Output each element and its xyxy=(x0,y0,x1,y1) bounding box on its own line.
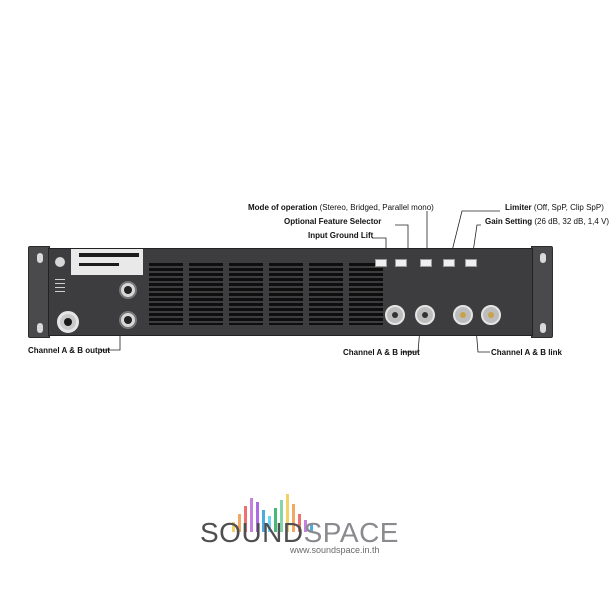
line-input xyxy=(402,327,421,353)
brand-url: www.soundspace.in.th xyxy=(290,545,380,555)
amplifier-rear-panel xyxy=(28,246,553,338)
vent-grille xyxy=(189,263,223,325)
label-ground: Input Ground Lift xyxy=(308,231,373,240)
vent-grille xyxy=(349,263,383,325)
rack-ear-left xyxy=(28,246,50,338)
label-gain-title: Gain Setting xyxy=(485,217,533,226)
label-input: Channel A & B input xyxy=(343,348,420,357)
label-mode-title: Mode of operation xyxy=(248,203,318,212)
rack-ear-right xyxy=(531,246,553,338)
speakon-output-a[interactable] xyxy=(119,281,137,299)
power-inlet-icon[interactable] xyxy=(57,311,79,333)
label-optional-title: Optional Feature Selector xyxy=(284,217,382,226)
chassis xyxy=(48,248,533,336)
soundwave-logo-icon xyxy=(232,494,313,532)
soundwave-bar xyxy=(298,514,301,532)
soundwave-bar xyxy=(238,514,241,532)
soundwave-bar xyxy=(292,504,295,532)
label-mode-detail: (Stereo, Bridged, Parallel mono) xyxy=(319,203,434,212)
soundwave-bar xyxy=(244,506,247,532)
brand-name: SOUNDSPACE xyxy=(200,517,399,549)
mode-switch[interactable] xyxy=(420,259,432,267)
panel-text xyxy=(55,279,65,280)
xlr-input-a[interactable] xyxy=(385,305,405,325)
label-link-title: Channel A & B link xyxy=(491,348,562,357)
soundwave-bar xyxy=(268,516,271,532)
soundwave-bar xyxy=(274,508,277,532)
brand-name-part2: SPACE xyxy=(303,517,399,548)
soundwave-bar xyxy=(250,498,253,532)
label-output-title: Channel A & B output xyxy=(28,346,111,355)
line-gain xyxy=(471,224,481,260)
soundwave-bar xyxy=(232,522,235,532)
line-link xyxy=(475,327,490,353)
gain-switch[interactable] xyxy=(465,259,477,267)
speakon-output-b[interactable] xyxy=(119,311,137,329)
label-limiter-title: Limiter xyxy=(505,203,532,212)
soundwave-bar xyxy=(262,510,265,532)
line-limiter xyxy=(449,210,500,260)
soundwave-bar xyxy=(310,524,313,532)
label-ground-title: Input Ground Lift xyxy=(308,231,374,240)
panel-text xyxy=(55,291,65,292)
line-optional xyxy=(395,224,409,259)
panel-text xyxy=(55,287,65,288)
brand-logo-icon xyxy=(55,257,65,267)
label-gain: Gain Setting (26 dB, 32 dB, 1,4 V) xyxy=(485,217,609,226)
rack-slot xyxy=(37,323,43,333)
xlr-link-b[interactable] xyxy=(481,305,501,325)
vent-grille xyxy=(229,263,263,325)
optional-feature-switch[interactable] xyxy=(395,259,407,267)
label-limiter: Limiter (Off, SpP, Clip SpP) xyxy=(505,203,604,212)
soundwave-bar xyxy=(280,500,283,532)
vent-grille xyxy=(149,263,183,325)
soundwave-bar xyxy=(286,494,289,532)
soundwave-bar xyxy=(304,520,307,532)
label-link: Channel A & B link xyxy=(491,348,562,357)
limiter-switch[interactable] xyxy=(443,259,455,267)
rack-slot xyxy=(540,253,546,263)
rack-slot xyxy=(540,323,546,333)
xlr-link-a[interactable] xyxy=(453,305,473,325)
spec-plate-bar xyxy=(79,263,119,266)
vent-grille xyxy=(309,263,343,325)
label-optional: Optional Feature Selector xyxy=(284,217,381,226)
label-gain-detail: (26 dB, 32 dB, 1,4 V) xyxy=(534,217,609,226)
label-limiter-detail: (Off, SpP, Clip SpP) xyxy=(533,203,604,212)
brand-name-part1: SOUND xyxy=(200,517,304,548)
label-input-title: Channel A & B input xyxy=(343,348,420,357)
xlr-input-b[interactable] xyxy=(415,305,435,325)
spec-plate-bar xyxy=(79,253,139,257)
soundwave-bar xyxy=(256,502,259,532)
vent-grille xyxy=(269,263,303,325)
label-output: Channel A & B output xyxy=(28,346,110,355)
soundspace-watermark: SOUNDSPACE www.soundspace.in.th xyxy=(200,494,410,564)
ground-lift-switch[interactable] xyxy=(375,259,387,267)
label-mode: Mode of operation (Stereo, Bridged, Para… xyxy=(248,203,434,212)
rack-slot xyxy=(37,253,43,263)
panel-text xyxy=(55,283,65,284)
